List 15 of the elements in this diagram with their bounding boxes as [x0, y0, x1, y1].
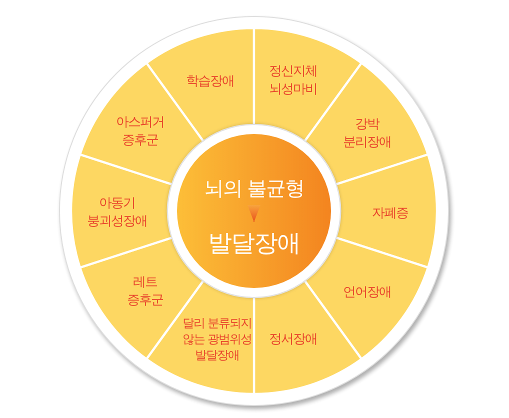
- segment-label: 아스퍼거 증후군: [116, 114, 164, 150]
- segment-label: 강박 분리장애: [342, 116, 392, 152]
- segment-label: 자폐증: [372, 205, 408, 223]
- segment-label: 정신지체 뇌성마비: [268, 63, 318, 99]
- arrow: [248, 204, 260, 222]
- center-label: 뇌의 불균형: [204, 176, 304, 205]
- segment-label: 아동기 붕괴성장애: [86, 195, 148, 231]
- segment-label: 언어장애: [342, 284, 392, 302]
- segment-label: 레트 증후군: [126, 274, 164, 310]
- wheel-segment: [71, 154, 173, 268]
- segment-label: 달리 분류되지 않는 광범위성 발달장애: [182, 315, 252, 363]
- wheel-segment: [335, 154, 437, 268]
- center-label: 발달장애: [208, 222, 300, 257]
- segment-label: 학습장애: [186, 73, 234, 91]
- segment-label: 정서장애: [268, 331, 318, 349]
